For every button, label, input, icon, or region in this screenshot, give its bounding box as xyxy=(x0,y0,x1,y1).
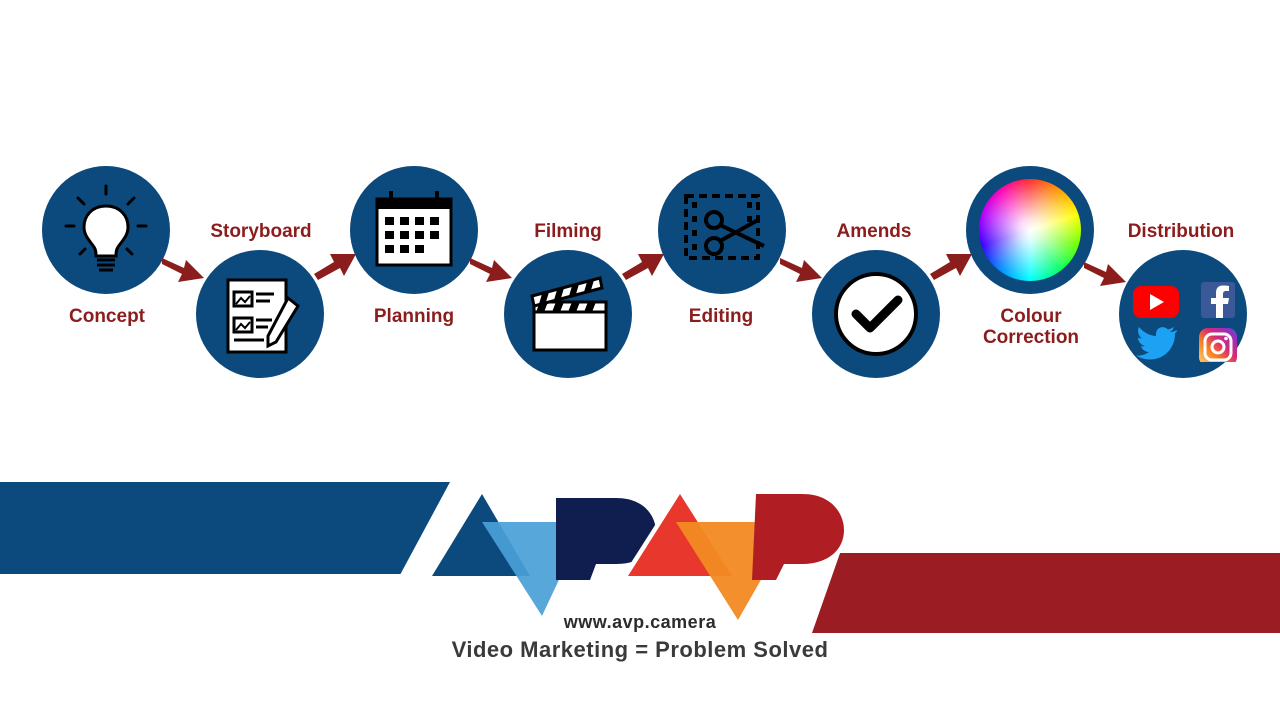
twitter-icon xyxy=(1136,327,1177,360)
instagram-icon xyxy=(1199,328,1237,362)
red-band xyxy=(812,553,1280,633)
arrow-icon xyxy=(1084,262,1126,286)
facebook-icon xyxy=(1201,282,1235,318)
website-url[interactable]: www.avp.camera xyxy=(563,612,717,632)
step-label-storyboard: Storyboard xyxy=(210,221,312,242)
step-label-colour-correction: Colour Correction xyxy=(982,306,1080,348)
lightbulb-icon xyxy=(64,184,148,272)
concept-circle xyxy=(42,166,170,294)
arrow-icon xyxy=(780,258,822,282)
distribution-circle xyxy=(1119,250,1247,378)
arrow-icon xyxy=(470,258,512,282)
youtube-icon xyxy=(1133,286,1179,318)
step-label-planning: Planning xyxy=(373,306,455,327)
planning-circle xyxy=(350,166,478,294)
storyboard-icon xyxy=(226,278,300,354)
amends-circle xyxy=(812,250,940,378)
storyboard-circle xyxy=(196,250,324,378)
step-label-filming: Filming xyxy=(534,221,602,242)
scissors-film-icon xyxy=(684,194,765,260)
filming-circle xyxy=(504,250,632,378)
tagline: Video Marketing = Problem Solved xyxy=(451,637,829,662)
color-wheel-icon xyxy=(979,179,1081,281)
avp-logo xyxy=(424,486,844,620)
arrow-icon xyxy=(314,254,356,280)
arrow-icon xyxy=(622,254,664,280)
clapperboard-icon xyxy=(530,276,608,352)
blue-band xyxy=(0,482,450,574)
arrow-icon xyxy=(162,258,204,282)
colour-correction-circle xyxy=(966,166,1094,294)
step-label-editing: Editing xyxy=(688,306,754,327)
step-label-distribution: Distribution xyxy=(1127,221,1235,242)
calendar-icon xyxy=(375,191,453,267)
step-label-concept: Concept xyxy=(69,306,145,327)
arrow-icon xyxy=(930,254,972,280)
step-label-amends: Amends xyxy=(836,221,912,242)
social-media-icons xyxy=(1133,282,1237,362)
editing-circle xyxy=(658,166,786,294)
checkmark-icon xyxy=(834,272,918,356)
